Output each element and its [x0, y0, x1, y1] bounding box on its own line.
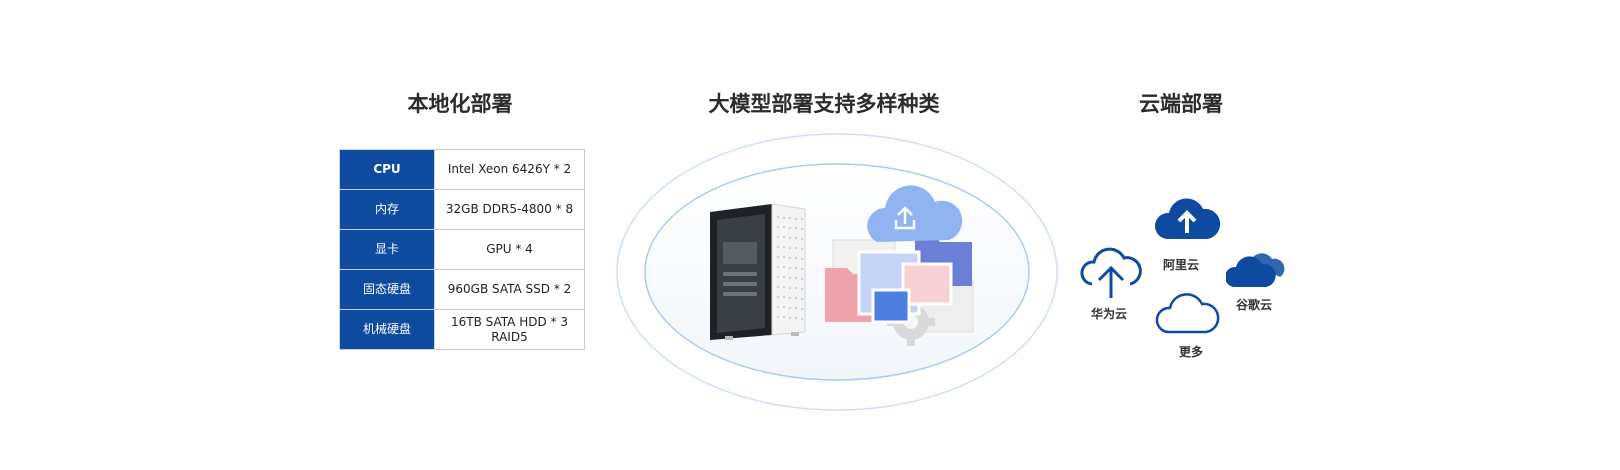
spec-key: CPU: [339, 149, 435, 190]
files-illustration: [825, 185, 974, 346]
local-deploy-title: 本地化部署: [407, 92, 513, 116]
server-tower-icon: [710, 203, 806, 340]
aliyun-cloud-label: 阿里云: [1163, 258, 1200, 272]
image-icon: [871, 288, 911, 324]
image-icon: [901, 262, 953, 306]
google-cloud[interactable]: [1224, 247, 1286, 295]
model-illustration: [616, 133, 1058, 411]
model-deploy-title: 大模型部署支持多样种类: [708, 92, 940, 116]
aliyun-cloud[interactable]: [1153, 193, 1221, 247]
google-cloud-label: 谷歌云: [1236, 298, 1273, 312]
huawei-cloud-label: 华为云: [1091, 307, 1128, 321]
cloud-outline-icon: [1155, 293, 1220, 334]
more-cloud-label: 更多: [1179, 345, 1204, 359]
spec-value-line: 16TB SATA HDD * 3: [451, 314, 568, 329]
table-row: 显卡 GPU * 4: [339, 229, 585, 270]
table-row: CPU Intel Xeon 6426Y * 2: [339, 149, 585, 190]
hardware-spec-table: CPU Intel Xeon 6426Y * 2 内存 32GB DDR5-48…: [339, 149, 585, 350]
table-row: 机械硬盘 16TB SATA HDD * 3 RAID5: [339, 309, 585, 350]
table-row: 固态硬盘 960GB SATA SSD * 2: [339, 269, 585, 310]
cloud-icon: [1224, 253, 1285, 287]
huawei-cloud[interactable]: [1078, 242, 1144, 304]
spec-key: 固态硬盘: [339, 269, 435, 310]
more-cloud[interactable]: [1154, 290, 1220, 340]
spec-value: 16TB SATA HDD * 3 RAID5: [434, 309, 585, 350]
spec-key: 内存: [339, 189, 435, 230]
spec-key: 显卡: [339, 229, 435, 270]
spec-value: GPU * 4: [434, 229, 585, 270]
spec-value-line: RAID5: [491, 329, 528, 344]
table-row: 内存 32GB DDR5-4800 * 8: [339, 189, 585, 230]
cloud-deploy-title: 云端部署: [1139, 92, 1223, 116]
outer-ellipse: [616, 133, 1058, 411]
spec-value: 960GB SATA SSD * 2: [434, 269, 585, 310]
spec-key: 机械硬盘: [339, 309, 435, 350]
spec-value: Intel Xeon 6426Y * 2: [434, 149, 585, 190]
cloud-upload-filled-icon: [1154, 198, 1221, 239]
spec-value: 32GB DDR5-4800 * 8: [434, 189, 585, 230]
cloud-upload-icon: [867, 185, 963, 242]
cloud-upload-outline-icon: [1080, 247, 1142, 298]
